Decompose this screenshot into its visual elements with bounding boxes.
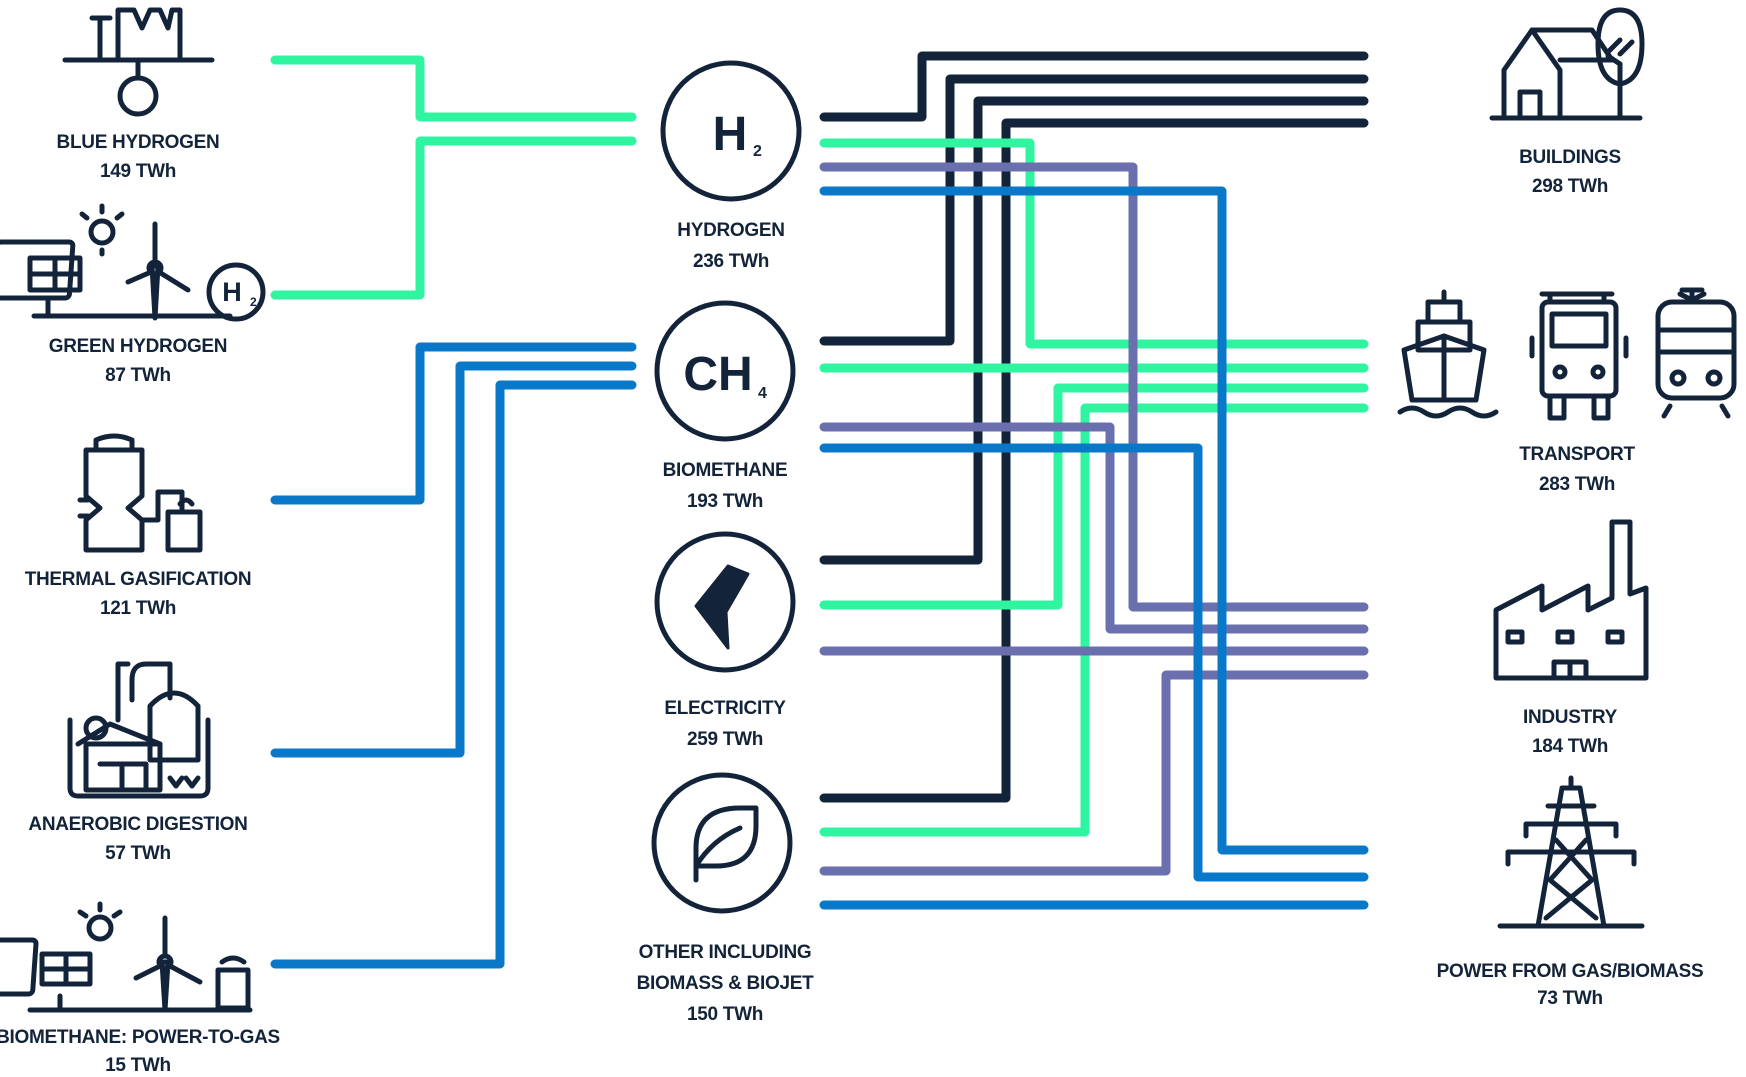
flow-biomethane-to-buildings [819,74,1369,346]
power-to-gas-icon [0,901,253,1013]
flow-biomethane-to-industry [819,422,1369,634]
source-labels: BLUE HYDROGEN 149 TWh GREEN HYDROGEN 87 … [0,132,280,1076]
train-icon [1655,287,1737,419]
thermal-gasification-icon [77,433,203,553]
flow-electricity-to-buildings [819,96,1369,565]
flow-hydrogen-to-buildings [819,51,1369,122]
flow-blue-hydrogen-to-hydrogen [270,55,637,122]
source-label-anaerobic-digestion: ANAEROBIC DIGESTION [28,814,247,835]
sector-label-industry: INDUSTRY [1523,707,1618,728]
carrier-value-other: 150 TWh [687,1004,763,1025]
lightning-icon [694,564,750,650]
flow-hydrogen-to-transport [819,138,1369,349]
carrier-label-hydrogen: HYDROGEN [677,220,784,241]
carrier-other: OTHER INCLUDING BIOMASS & BIOJET 150 TWh [637,772,814,1025]
flow-other-to-industry [819,670,1369,876]
truck-icon [1529,291,1629,421]
flow-green-hydrogen-to-hydrogen [270,136,637,300]
flow-anaerobic-to-biomethane [270,361,637,758]
buildings-icon [1489,7,1645,121]
carrier-biomethane: CH 4 BIOMETHANE 193 TWh [654,300,796,512]
flow-hydrogen-to-industry [819,162,1369,612]
flow-other-to-buildings [819,118,1369,803]
biomethane-symbol-sub: 4 [758,385,767,402]
green-hydrogen-icon: H 2 [0,203,266,322]
hydrogen-ring [660,60,802,202]
carrier-value-electricity: 259 TWh [687,729,763,750]
electricity-ring [654,531,796,673]
sector-label-buildings: BUILDINGS [1519,147,1621,168]
carrier-label-biomethane: BIOMETHANE [663,460,788,481]
flow-lines [270,51,1369,969]
green-hydrogen-badge-sub: 2 [250,295,257,309]
sector-value-power: 73 TWh [1537,988,1603,1009]
source-value-green-hydrogen: 87 TWh [105,365,171,386]
flow-electricity-to-transport [819,383,1369,610]
sector-label-transport: TRANSPORT [1519,444,1635,465]
carrier-electricity: ELECTRICITY 259 TWh [654,531,796,750]
source-label-thermal-gasification: THERMAL GASIFICATION [25,569,252,590]
source-label-power-to-gas: BIOMETHANE: POWER-TO-GAS [0,1027,280,1048]
source-value-blue-hydrogen: 149 TWh [100,161,176,182]
other-ring [651,772,793,914]
leaf-icon [693,805,759,883]
carrier-label-other-line1: OTHER INCLUDING [639,942,812,963]
blue-hydrogen-plant-icon [62,7,215,117]
source-value-power-to-gas: 15 TWh [105,1055,171,1076]
sector-labels: BUILDINGS 298 TWh TRANSPORT 283 TWh INDU… [1437,147,1704,1009]
carrier-value-hydrogen: 236 TWh [693,251,769,272]
flow-power-to-gas-to-biomethane [270,380,637,969]
source-value-thermal-gasification: 121 TWh [100,598,176,619]
anaerobic-digestion-icon [67,661,211,799]
source-value-anaerobic-digestion: 57 TWh [105,843,171,864]
sector-value-industry: 184 TWh [1532,736,1608,757]
sector-value-transport: 283 TWh [1539,474,1615,495]
carrier-label-electricity: ELECTRICITY [664,698,786,719]
source-label-blue-hydrogen: BLUE HYDROGEN [57,132,220,153]
sector-label-power: POWER FROM GAS/BIOMASS [1437,961,1704,982]
carrier-hydrogen: H 2 HYDROGEN 236 TWh [660,60,802,272]
biomethane-symbol: CH [683,348,752,401]
flow-hydrogen-to-power [819,186,1369,855]
power-pylon-icon [1497,775,1645,929]
flow-thermal-to-biomethane [270,342,637,505]
biomethane-ring [654,300,796,442]
carrier-label-other-line2: BIOMASS & BIOJET [637,973,814,994]
ship-icon [1397,289,1499,419]
carrier-value-biomethane: 193 TWh [687,491,763,512]
flow-other-to-transport [819,403,1369,837]
hydrogen-symbol: H [713,108,748,161]
flow-biomethane-to-power [819,443,1369,882]
hydrogen-symbol-sub: 2 [753,143,762,160]
industry-icon [1493,519,1649,681]
source-label-green-hydrogen: GREEN HYDROGEN [49,336,227,357]
sector-value-buildings: 298 TWh [1532,176,1608,197]
green-hydrogen-badge-text: H [222,277,242,307]
